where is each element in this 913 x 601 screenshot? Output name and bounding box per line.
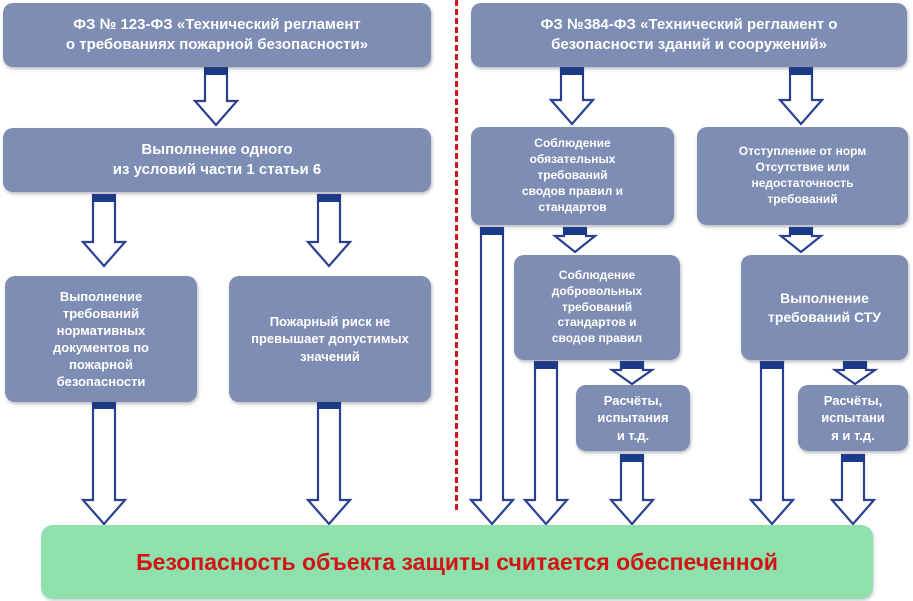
arrow-mandatory-to-result-shape <box>468 226 516 526</box>
arrow-deviation-to-stu <box>777 226 825 254</box>
arrow-voluntary-to-calc <box>608 360 656 386</box>
arrow-deviation-to-stu-cap <box>789 228 813 235</box>
arrow-stu-to-result <box>748 360 796 526</box>
arrow-voluntary-to-result-shape <box>522 360 570 526</box>
arrow-fire-risk-to-result-shape <box>305 400 353 526</box>
calculations-box-2: Расчёты, испытани я и т.д. <box>798 385 908 451</box>
arrow-calc1-to-result-shape <box>608 453 656 526</box>
law-123-title-box: ФЗ № 123-ФЗ «Технический регламент о тре… <box>3 3 431 67</box>
arrow-mandatory-to-result <box>468 226 516 526</box>
arrow-condition-to-fire-risk <box>305 193 353 268</box>
arrow-stu-to-calc <box>831 360 879 386</box>
arrow-requirements-to-result <box>80 400 128 526</box>
arrow-384-to-mandatory <box>548 66 596 126</box>
arrow-384-to-mandatory-cap <box>560 68 584 75</box>
arrow-calc1-to-result-cap <box>620 455 644 462</box>
arrow-mandatory-to-voluntary-cap <box>563 228 587 235</box>
divider-line <box>455 0 458 510</box>
arrow-123-to-condition <box>192 66 240 127</box>
deviation-box: Отступление от норм Отсутствие или недос… <box>697 127 908 225</box>
arrow-fire-risk-to-result-cap <box>317 402 341 409</box>
mandatory-requirements-box: Соблюдение обязательных требований сводо… <box>471 127 674 225</box>
law-384-title-box: ФЗ №384-ФЗ «Технический регламент о безо… <box>471 3 907 67</box>
stu-requirements-box: Выполнение требований СТУ <box>741 255 908 360</box>
arrow-calc1-to-result <box>608 453 656 526</box>
arrow-stu-to-result-shape <box>748 360 796 526</box>
arrow-384-to-mandatory-shape <box>548 66 596 126</box>
arrow-condition-to-requirements <box>80 193 128 268</box>
fire-risk-box: Пожарный риск не превышает допустимых зн… <box>229 276 431 402</box>
arrow-condition-to-requirements-shape <box>80 193 128 268</box>
arrow-123-to-condition-shape <box>192 66 240 127</box>
arrow-384-to-deviation-cap <box>789 68 813 75</box>
arrow-calc2-to-result <box>829 453 877 526</box>
arrow-fire-risk-to-result <box>305 400 353 526</box>
arrow-voluntary-to-result <box>522 360 570 526</box>
arrow-stu-to-calc-cap <box>843 362 867 369</box>
arrow-123-to-condition-cap <box>204 68 228 75</box>
voluntary-requirements-box: Соблюдение добровольных требований станд… <box>514 255 680 360</box>
arrow-condition-to-fire-risk-shape <box>305 193 353 268</box>
result-banner: Безопасность объекта защиты считается об… <box>41 525 873 599</box>
arrow-384-to-deviation <box>777 66 825 126</box>
requirements-box: Выполнение требований нормативных докуме… <box>5 276 197 402</box>
arrow-requirements-to-result-shape <box>80 400 128 526</box>
arrow-calc2-to-result-shape <box>829 453 877 526</box>
arrow-voluntary-to-result-cap <box>534 362 558 369</box>
arrow-condition-to-requirements-cap <box>92 195 116 202</box>
arrow-384-to-deviation-shape <box>777 66 825 126</box>
arrow-mandatory-to-result-cap <box>480 228 504 235</box>
arrow-requirements-to-result-cap <box>92 402 116 409</box>
condition-box: Выполнение одного из условий части 1 ста… <box>3 128 431 192</box>
calculations-box-1: Расчёты, испытания и т.д. <box>576 385 690 451</box>
arrow-mandatory-to-voluntary <box>551 226 599 254</box>
arrow-calc2-to-result-cap <box>841 455 865 462</box>
arrow-voluntary-to-calc-cap <box>620 362 644 369</box>
arrow-condition-to-fire-risk-cap <box>317 195 341 202</box>
arrow-stu-to-result-cap <box>760 362 784 369</box>
